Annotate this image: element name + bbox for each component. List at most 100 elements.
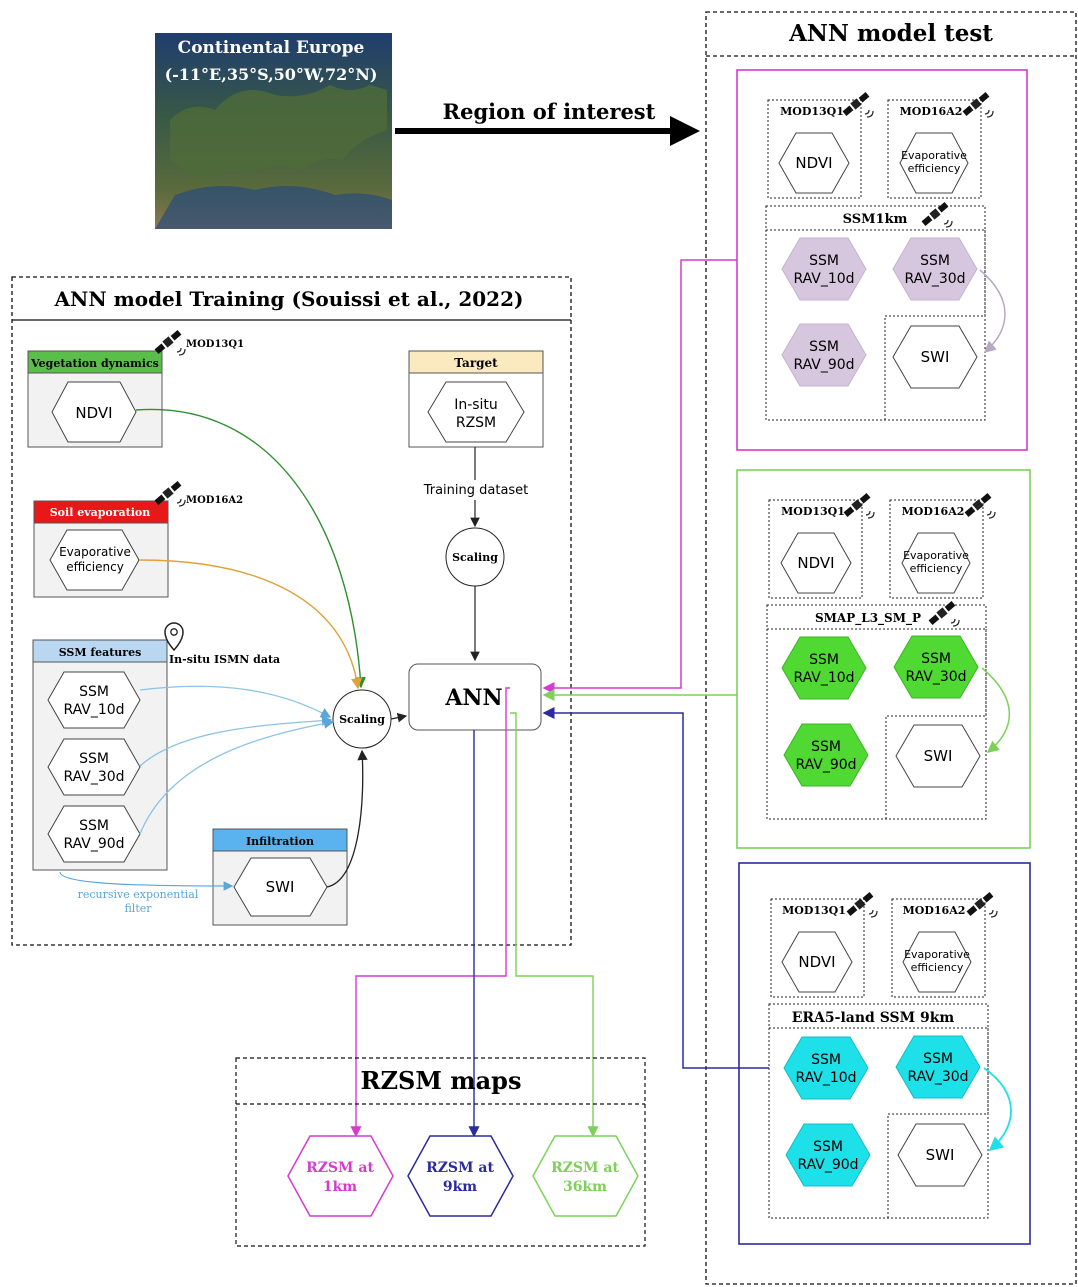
ann-node [408,663,542,731]
ndvi-train-label: NDVI [75,404,112,422]
map-36km [532,1135,639,1217]
veg-source: MOD13Q1 [186,339,244,350]
evap-train-line2: efficiency [66,560,124,574]
vegetation-box [27,350,163,448]
satellite-icon [961,91,994,118]
ref-label-1: recursive exponential [78,888,199,901]
p3-mod16: MOD16A2 [903,904,966,917]
map-36km-l1: RZSM at [551,1160,619,1176]
p3-ssm90-b: RAV_90d [797,1157,858,1173]
scaling-target-label: Scaling [452,551,498,564]
test-connectors [542,259,769,1069]
p3-ssm10-a: SSM [811,1052,841,1068]
p2-evap2: efficiency [910,562,963,575]
infil-header: Infiltration [246,835,314,848]
ssm-features-box [32,639,168,871]
insitu-label: In-situ ISMN data [169,653,280,666]
p3-mod13: MOD13Q1 [782,904,846,917]
p3-ssm90-a: SSM [813,1139,843,1155]
p3-evap1: Evaporative [904,948,970,961]
test-panel-2 [736,469,1031,849]
target-line1: In-situ [454,397,498,413]
p3-ndvi: NDVI [798,953,835,971]
map-1km [287,1135,394,1217]
p3-ssm-title: ERA5-land SSM 9km [792,1010,955,1026]
p2-ssm10-b: RAV_10d [793,670,854,686]
satellite-icon [965,891,998,918]
training-frame [11,276,572,946]
evap-train-line1: Evaporative [59,545,131,559]
satellite-icon [845,891,878,918]
europe-map [155,33,392,229]
target-box [408,350,544,448]
p1-ssm90-b: RAV_90d [793,357,854,373]
scaling-features-label: Scaling [339,713,385,726]
satellite-icon [153,480,186,507]
p2-mod13: MOD13Q1 [781,505,845,518]
p2-swi: SWI [924,747,953,765]
p2-ssm-title: SMAP_L3_SM_P [815,611,921,626]
p1-swi: SWI [921,348,950,366]
test-panel-1 [736,69,1028,451]
swi-train-label: SWI [266,878,295,896]
region-label: Region of interest [443,99,656,124]
satellite-icon [963,492,996,519]
ssm30-line1: SSM [79,751,109,767]
satellite-icon [153,329,186,356]
test-panel-3 [738,862,1031,1245]
training-dataset-label: Training dataset [423,483,529,498]
satellite-icon [841,91,874,118]
test-frame [705,11,1077,1285]
p1-mod16: MOD16A2 [900,105,963,118]
map-9km-l2: 9km [443,1179,477,1195]
target-header: Target [454,356,498,370]
soil-header: Soil evaporation [50,506,151,519]
p1-ssm90-a: SSM [809,339,839,355]
p1-ssm30-a: SSM [920,253,950,269]
p1-mod13: MOD13Q1 [780,105,844,118]
ssm90-line1: SSM [79,818,109,834]
map-9km-l1: RZSM at [426,1160,494,1176]
soil-evap-box [33,500,169,598]
p1-ssm30-b: RAV_30d [904,271,965,287]
ssm10-line1: SSM [79,684,109,700]
p2-ssm90-b: RAV_90d [795,757,856,773]
ann-label: ANN [444,685,502,711]
p2-ndvi: NDVI [797,554,834,572]
test-title: ANN model test [788,20,993,47]
training-title: ANN model Training (Souissi et al., 2022… [54,287,524,311]
p1-ssm-title: SSM1km [843,212,908,227]
p1-ssm10-a: SSM [809,253,839,269]
p2-ssm30-a: SSM [921,651,951,667]
p1-ssm10-b: RAV_10d [793,271,854,287]
ref-label-2: filter [124,902,152,915]
map-1km-l2: 1km [323,1179,357,1195]
ssm-header: SSM features [59,646,142,659]
satellite-icon [842,492,875,519]
veg-header: Vegetation dynamics [30,357,159,370]
p2-mod16: MOD16A2 [902,505,965,518]
map-connectors [350,687,599,1138]
p2-evap1: Evaporative [903,549,969,562]
p3-evap2: efficiency [911,961,964,974]
p2-ssm30-b: RAV_30d [905,669,966,685]
ssm30-line2: RAV_30d [63,769,124,785]
map-9km [407,1135,514,1217]
ssm90-line2: RAV_90d [63,836,124,852]
p1-ndvi: NDVI [795,154,832,172]
training-arrows [59,408,480,891]
infiltration-box [212,828,348,926]
p3-ssm30-b: RAV_30d [907,1069,968,1085]
europe-title: Continental Europe [178,38,365,58]
target-line2: RZSM [456,415,496,431]
p3-ssm30-a: SSM [923,1051,953,1067]
p2-ssm90-a: SSM [811,739,841,755]
location-pin-icon [164,622,184,652]
p1-evap1: Evaporative [901,149,967,162]
maps-title: RZSM maps [361,1066,522,1095]
ssm10-line2: RAV_10d [63,702,124,718]
map-36km-l2: 36km [563,1179,607,1195]
p3-ssm10-b: RAV_10d [795,1070,856,1086]
maps-frame [235,1057,646,1247]
p1-evap2: efficiency [908,162,961,175]
